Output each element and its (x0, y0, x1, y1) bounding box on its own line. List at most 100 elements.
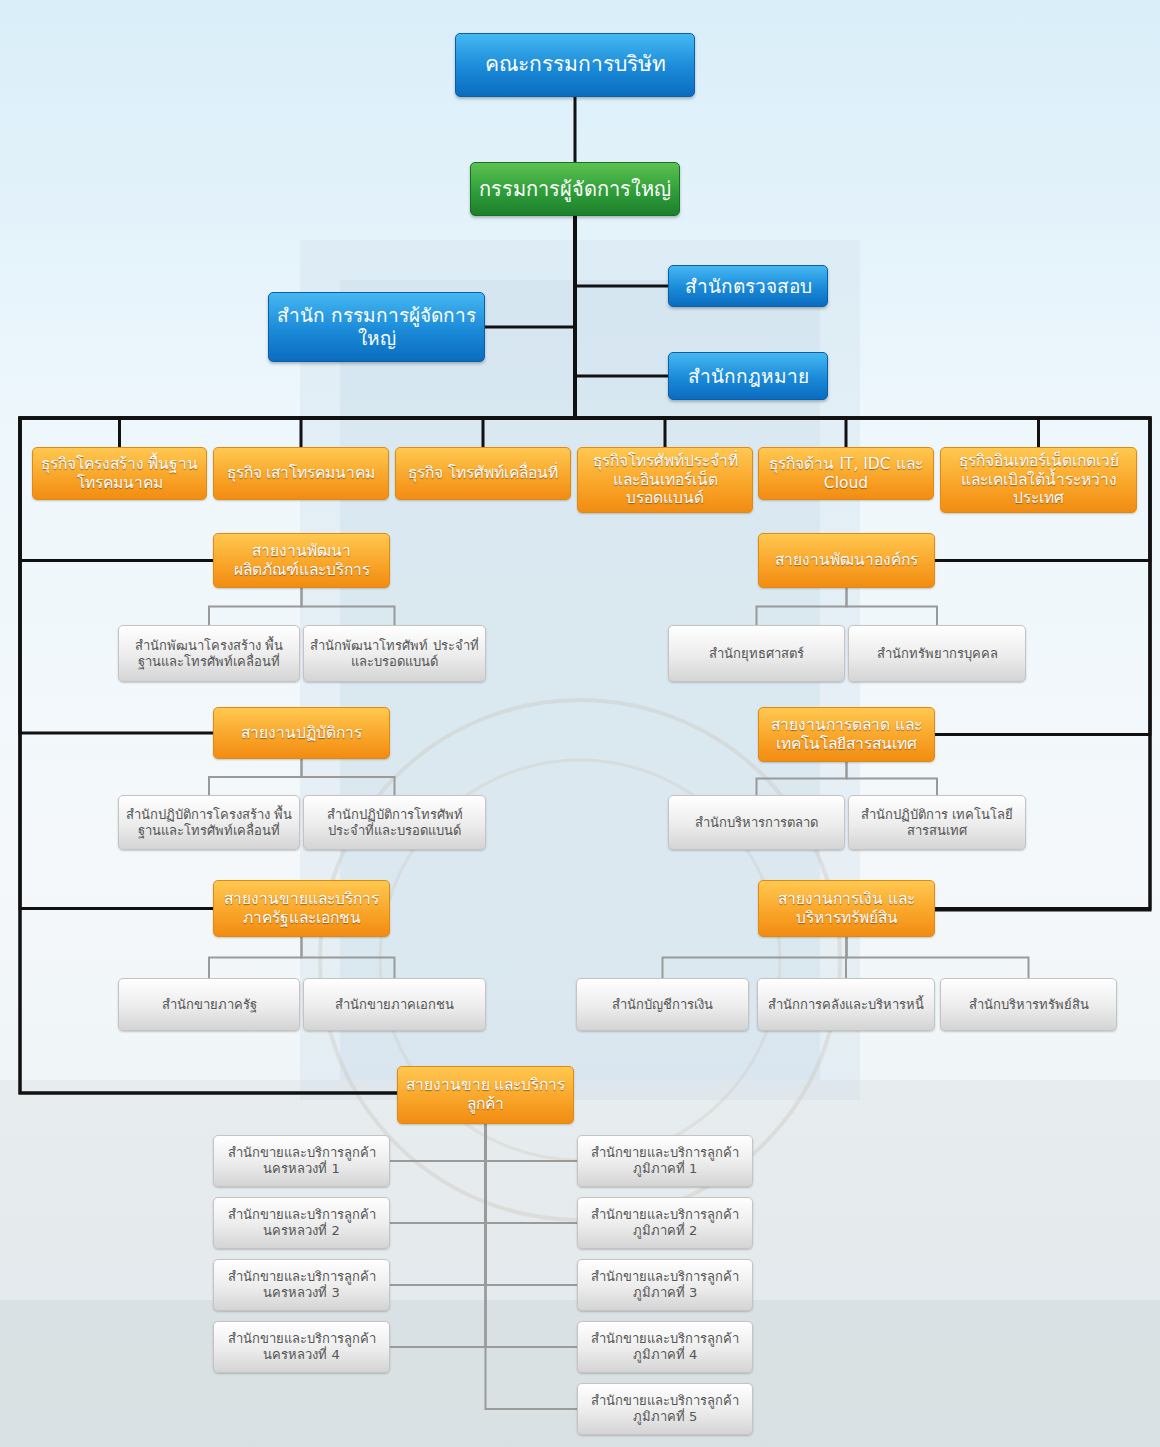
bureau-box: สำนักขายภาคเอกชน (303, 978, 486, 1031)
node-label: สำนักขายและบริการลูกค้า นครหลวงที่ 3 (220, 1269, 383, 1300)
node-label: ธุรกิจ โทรศัพท์เคลื่อนที่ (408, 464, 558, 483)
node-label: ธุรกิจโทรศัพท์ประจำที่ และอินเทอร์เน็ตบร… (584, 452, 746, 508)
node-label: สายงานขาย และบริการลูกค้า (404, 1076, 567, 1113)
org-connector (390, 1124, 486, 1285)
bureau-box: สำนักขายและบริการลูกค้า ภูมิภาคที่ 5 (577, 1383, 753, 1435)
node-label: ธุรกิจอินเทอร์เน็ตเกตเวย์ และเคเบิลใต้น้… (947, 452, 1130, 508)
node-label: สำนักขายและบริการลูกค้า นครหลวงที่ 1 (220, 1145, 383, 1176)
division-box: สายงานการเงิน และบริหารทรัพย์สิน (758, 880, 935, 937)
org-connector (209, 937, 302, 978)
node-label: สายงานขายและบริการ ภาครัฐและเอกชน (220, 890, 383, 927)
node-label: ธุรกิจด้าน IT, IDC และ Cloud (765, 455, 927, 492)
bureau-box: สำนักขายและบริการลูกค้า นครหลวงที่ 4 (213, 1321, 390, 1373)
org-connector (486, 1124, 578, 1409)
node-label: สำนักขายภาครัฐ (162, 997, 257, 1013)
bureau-box: สำนักบัญชีการเงิน (576, 978, 749, 1031)
node-label: สำนักขายและบริการลูกค้า นครหลวงที่ 4 (220, 1331, 383, 1362)
org-connector (575, 216, 1150, 735)
org-connector (486, 1124, 578, 1161)
org-connector (486, 1124, 578, 1223)
bureau-box: สำนักปฏิบัติการโครงสร้าง พื้นฐานและโทรศั… (118, 795, 300, 850)
node-label: สำนักขายและบริการลูกค้า ภูมิภาคที่ 1 (584, 1145, 746, 1176)
node-label: สำนักกฎหมาย (688, 365, 809, 388)
node-label: สำนักการคลังและบริหารหนี้ (768, 997, 924, 1013)
org-connector (574, 97, 577, 162)
division-box: สายงานขายและบริการ ภาครัฐและเอกชน (213, 880, 390, 937)
org-connector (120, 216, 576, 447)
node-label: สำนักตรวจสอบ (685, 275, 812, 298)
bureau-box: สำนักพัฒนาโทรศัพท์ ประจำที่และบรอดแบนด์ (303, 625, 486, 682)
node-label: สำนักบริหารทรัพย์สิน (969, 997, 1089, 1013)
org-connector (575, 216, 668, 286)
node-label: ธุรกิจโครงสร้าง พื้นฐานโทรคมนาคม (39, 455, 200, 492)
business-box: ธุรกิจอินเทอร์เน็ตเกตเวย์ และเคเบิลใต้น้… (940, 447, 1137, 513)
bureau-box: สำนักบริหารการตลาด (668, 795, 845, 850)
bureau-box: สำนักบริหารทรัพย์สิน (940, 978, 1117, 1031)
node-label: สายงานการเงิน และบริหารทรัพย์สิน (765, 890, 928, 927)
business-box: ธุรกิจด้าน IT, IDC และ Cloud (758, 447, 934, 500)
node-label: กรรมการผู้จัดการใหญ่ (479, 177, 671, 201)
node-label: คณะกรรมการบริษัท (485, 52, 666, 77)
org-connector (390, 1124, 486, 1161)
org-connector (20, 216, 575, 561)
org-connector (390, 1124, 486, 1347)
office-box: สำนัก กรรมการผู้จัดการใหญ่ (268, 292, 485, 362)
node-label: สำนักขายและบริการลูกค้า ภูมิภาคที่ 3 (584, 1269, 746, 1300)
bureau-box: สำนักปฏิบัติการ เทคโนโลยีสารสนเทศ (848, 795, 1026, 850)
org-connector (757, 588, 847, 625)
division-box: สายงานการตลาด และเทคโนโลยีสารสนเทศ (758, 707, 935, 762)
org-connector (209, 759, 302, 795)
node-label: สำนักยุทธศาสตร์ (709, 646, 804, 662)
business-box: ธุรกิจ เสาโทรคมนาคม (213, 447, 389, 500)
bureau-box: สำนักพัฒนาโครงสร้าง พื้นฐานและโทรศัพท์เค… (118, 625, 300, 682)
org-connector (575, 216, 665, 447)
bureau-box: สำนักขายและบริการลูกค้า ภูมิภาคที่ 3 (577, 1259, 753, 1311)
division-box: สายงานปฏิบัติการ (213, 707, 390, 759)
node-label: สายงานปฏิบัติการ (241, 724, 362, 743)
node-label: สำนักขายและบริการลูกค้า ภูมิภาคที่ 5 (584, 1393, 746, 1424)
bureau-box: สำนักการคลังและบริหารหนี้ (757, 978, 935, 1031)
business-box: ธุรกิจโทรศัพท์ประจำที่ และอินเทอร์เน็ตบร… (577, 447, 753, 513)
board-box: คณะกรรมการบริษัท (455, 33, 695, 97)
node-label: สำนักขายภาคเอกชน (335, 997, 454, 1013)
node-label: สำนักพัฒนาโทรศัพท์ ประจำที่และบรอดแบนด์ (310, 638, 479, 669)
org-connector (483, 216, 575, 447)
node-label: สายงานพัฒนา ผลิตภัณฑ์และบริการ (220, 542, 383, 579)
bureau-box: สำนักขายและบริการลูกค้า ภูมิภาคที่ 2 (577, 1197, 753, 1249)
division-box: สายงานพัฒนา ผลิตภัณฑ์และบริการ (213, 533, 390, 588)
node-label: สำนักทรัพยากรบุคคล (877, 646, 998, 662)
org-connector (20, 216, 575, 733)
node-label: สายงานการตลาด และเทคโนโลยีสารสนเทศ (765, 716, 928, 753)
org-connector (575, 216, 1150, 909)
org-connector (302, 937, 395, 978)
node-label: สำนักบริหารการตลาด (695, 815, 818, 831)
node-label: สำนักปฏิบัติการโครงสร้าง พื้นฐานและโทรศั… (125, 807, 293, 838)
node-label: สำนักบัญชีการเงิน (612, 997, 713, 1013)
bureau-box: สำนักปฏิบัติการโทรศัพท์ ประจำที่และบรอดแ… (303, 795, 486, 850)
org-connector (575, 216, 1039, 447)
org-connector (486, 1124, 578, 1347)
node-label: สำนักขายและบริการลูกค้า ภูมิภาคที่ 4 (584, 1331, 746, 1362)
org-connector (485, 216, 575, 327)
division-box: สายงานพัฒนาองค์กร (758, 533, 935, 588)
org-connector (209, 588, 302, 625)
bureau-box: สำนักขายภาครัฐ (118, 978, 300, 1031)
org-connector (575, 216, 668, 376)
bureau-box: สำนักยุทธศาสตร์ (668, 625, 845, 682)
org-connector (575, 216, 846, 447)
org-connector (390, 1124, 486, 1223)
org-connector (486, 1124, 578, 1285)
org-connector (575, 216, 1150, 561)
node-label: สำนักปฏิบัติการโทรศัพท์ ประจำที่และบรอดแ… (310, 807, 479, 838)
bureau-box: สำนักขายและบริการลูกค้า นครหลวงที่ 2 (213, 1197, 390, 1249)
bureau-box: สำนักขายและบริการลูกค้า นครหลวงที่ 1 (213, 1135, 390, 1187)
org-connector (302, 759, 395, 795)
bureau-box: สำนักขายและบริการลูกค้า ภูมิภาคที่ 1 (577, 1135, 753, 1187)
node-label: สำนักปฏิบัติการ เทคโนโลยีสารสนเทศ (855, 807, 1019, 838)
business-box: ธุรกิจ โทรศัพท์เคลื่อนที่ (395, 447, 571, 500)
org-connector (663, 937, 847, 978)
division-box: สายงานขาย และบริการลูกค้า (397, 1066, 574, 1124)
office-box: สำนักกฎหมาย (668, 352, 828, 400)
node-label: สำนักขายและบริการลูกค้า ภูมิภาคที่ 2 (584, 1207, 746, 1238)
